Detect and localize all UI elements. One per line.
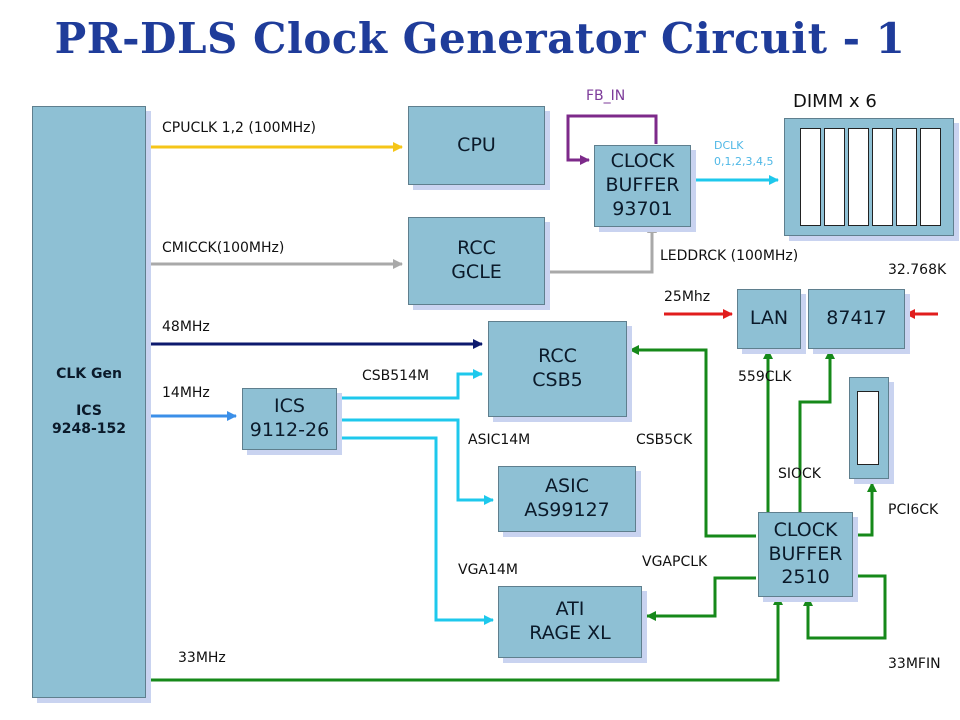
rcc-gcle-line2: GCLE <box>451 261 502 283</box>
ics-line1: ICS <box>274 395 305 418</box>
cpu-label: CPU <box>457 133 496 156</box>
dclk-label-line2: 0,1,2,3,4,5 <box>714 154 774 168</box>
clk-gen-ics-9248-152: CLK Gen ICS 9248-152 <box>32 106 146 698</box>
rcc-csb5-line1: RCC <box>538 345 577 368</box>
k32768-label: 32.768K <box>888 262 947 278</box>
dimm-slot-2 <box>824 128 845 226</box>
csb5ck-label: CSB5CK <box>636 432 693 448</box>
dclk-label-line1: DCLK <box>714 139 744 152</box>
mhz33-wire <box>146 595 783 682</box>
cb2510-line1: CLOCK <box>773 518 838 541</box>
vgapclk-wire <box>646 576 756 621</box>
dimm-slot-1 <box>800 128 821 226</box>
lan-label: LAN <box>749 307 789 330</box>
siock-wire <box>798 349 835 512</box>
cb93701-line3: 93701 <box>612 197 673 220</box>
siock-label: SIOCK <box>778 466 821 482</box>
cb93701-line1: CLOCK <box>610 150 675 173</box>
asic-line2: AS99127 <box>524 499 610 521</box>
cb2510-line3: 2510 <box>781 566 830 589</box>
mhz48-label: 48MHz <box>162 319 210 335</box>
ati-line2: RAGE XL <box>529 622 611 644</box>
mhz14-label: 14MHz <box>162 385 210 401</box>
pci6ck-label: PCI6CK <box>888 502 939 518</box>
vgapclk-label: VGAPCLK <box>642 554 708 570</box>
asic-line1: ASIC <box>545 475 589 498</box>
dimm-slot-4 <box>872 128 893 226</box>
csb5ck-wire <box>629 345 756 538</box>
dimm-slot-6 <box>920 128 941 226</box>
fb-in-wire <box>566 114 658 165</box>
cpuclk-label: CPUCLK 1,2 (100MHz) <box>162 120 316 136</box>
rcc-csb5-block: RCC CSB5 <box>488 321 627 417</box>
asic14m-label: ASIC14M <box>468 432 531 448</box>
chip-87417-label: 87417 <box>826 307 887 330</box>
chip-87417-block: 87417 <box>808 289 905 349</box>
ati-rage-xl-block: ATI RAGE XL <box>498 586 642 658</box>
pci-slot-inner <box>857 391 879 465</box>
clk-gen-label: CLK Gen <box>56 365 122 382</box>
csb514m-label: CSB514M <box>362 368 430 384</box>
leddrck-label: LEDDRCK (100MHz) <box>660 248 799 264</box>
ics-line2: 9112-26 <box>249 419 330 441</box>
rcc-gcle-block: RCC GCLE <box>408 217 545 305</box>
fb-in-label: FB_IN <box>586 88 626 104</box>
vga14m-label: VGA14M <box>458 562 518 578</box>
csb514m-wire <box>336 369 483 400</box>
clk-gen-ics-label: ICS <box>76 402 102 419</box>
cb93701-line2: BUFFER <box>605 174 680 197</box>
clk559-label: 559CLK <box>738 369 792 385</box>
mhz25-label: 25Mhz <box>664 289 711 305</box>
leddrck-wire <box>544 223 657 274</box>
cmicck-label: CMICCK(100MHz) <box>162 240 285 256</box>
asic-as99127-block: ASIC AS99127 <box>498 466 636 532</box>
clk-gen-part-number: 9248-152 <box>52 421 126 438</box>
mfin33-label: 33MFIN <box>888 656 941 672</box>
mhz33-label: 33MHz <box>178 650 226 666</box>
asic14m-wire <box>336 418 494 505</box>
rcc-gcle-line1: RCC <box>457 237 496 260</box>
mfin33-wire <box>803 574 887 640</box>
cb2510-line2: BUFFER <box>768 542 843 565</box>
rcc-csb5-line2: CSB5 <box>532 369 583 391</box>
dimm-slot-5 <box>896 128 917 226</box>
dimm-slot-3 <box>848 128 869 226</box>
lan-block: LAN <box>737 289 801 349</box>
pci6ck-wire <box>852 482 877 537</box>
ati-line1: ATI <box>555 598 585 621</box>
dimm-label: DIMM x 6 <box>793 91 877 112</box>
page-title: PR-DLS Clock Generator Circuit - 1 <box>54 14 906 63</box>
clock-buffer-93701-block: CLOCK BUFFER 93701 <box>594 145 691 227</box>
clock-buffer-2510-block: CLOCK BUFFER 2510 <box>758 512 853 597</box>
cpu-block: CPU <box>408 106 545 185</box>
dclk-label: DCLK 0,1,2,3,4,5 <box>714 138 773 170</box>
ics-9112-26-block: ICS 9112-26 <box>242 388 337 450</box>
vga14m-wire <box>336 436 494 625</box>
